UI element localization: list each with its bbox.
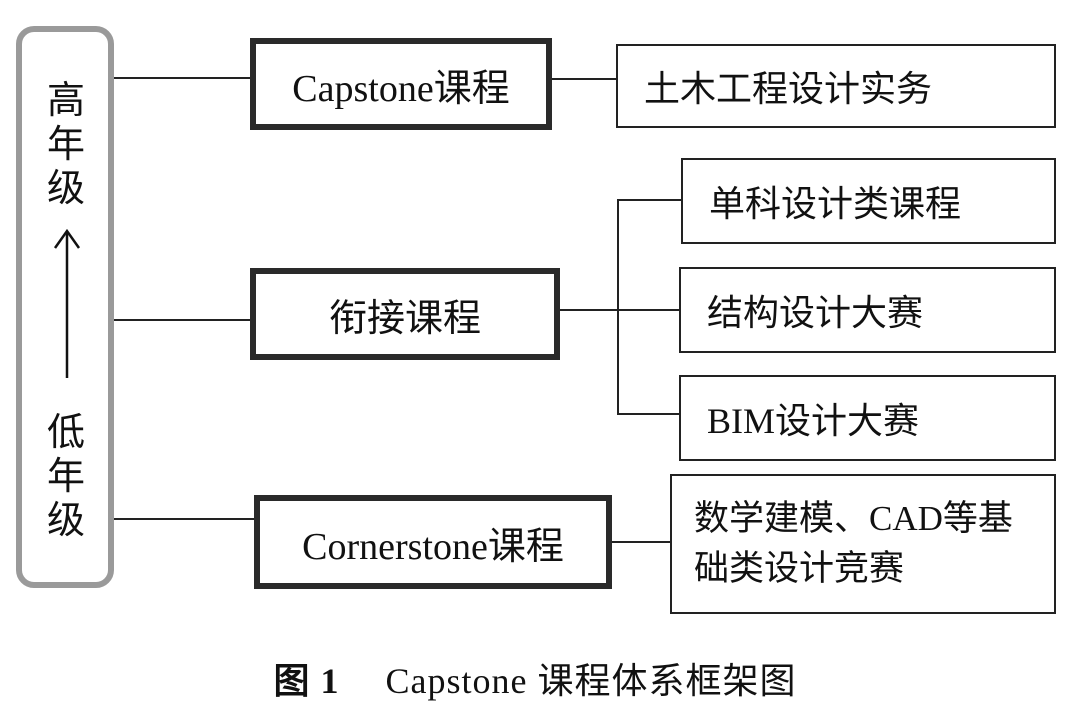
bridge-course-label: 衔接课程 (328, 295, 481, 340)
high-grade-char-3: 级 (46, 166, 85, 210)
connector-bar-capstone (114, 77, 252, 79)
connector-bridge-leaf-3 (617, 413, 681, 415)
leaf-basic-design-contest-line-2: 础类设计竞赛 (694, 549, 905, 588)
low-grade-char-1: 低 (46, 410, 85, 454)
leaf-structural-design-contest: 结构设计大赛 (679, 267, 1056, 353)
connector-bridge-vertical (617, 199, 619, 415)
cornerstone-course-box: Cornerstone课程 (254, 495, 612, 589)
figure-caption: 图 1 Capstone 课程体系框架图 (0, 652, 1070, 704)
leaf-civil-design-practice: 土木工程设计实务 (616, 44, 1056, 128)
connector-bridge-trunk (560, 309, 618, 311)
connector-bridge-leaf-1 (617, 199, 683, 201)
figure-number: 图 1 (273, 661, 340, 701)
high-grade-char-2: 年 (46, 122, 85, 166)
low-grade-char-2: 年 (46, 454, 85, 498)
leaf-bim-design-contest-label: BIM设计大赛 (707, 401, 920, 441)
low-grade-char-3: 级 (46, 498, 85, 542)
capstone-course-label: Capstone课程 (292, 67, 510, 110)
leaf-single-design-course-label: 单科设计类课程 (709, 184, 962, 225)
grade-level-bar (16, 26, 114, 588)
connector-cornerstone-leaf (612, 541, 672, 543)
leaf-basic-design-contest: 数学建模、CAD等基 础类设计竞赛 (670, 474, 1056, 614)
cornerstone-course-label: Cornerstone课程 (302, 525, 564, 568)
low-grade-label: 低 年 级 (40, 410, 92, 542)
leaf-structural-design-contest-label: 结构设计大赛 (707, 293, 924, 334)
connector-capstone-leaf (552, 78, 618, 80)
high-grade-char-1: 高 (46, 78, 85, 122)
leaf-civil-design-practice-label: 土木工程设计实务 (644, 69, 933, 110)
capstone-course-box: Capstone课程 (250, 38, 552, 130)
bridge-course-box: 衔接课程 (250, 268, 560, 360)
leaf-single-design-course: 单科设计类课程 (681, 158, 1056, 244)
figure-title: Capstone 课程体系框架图 (385, 661, 797, 701)
connector-bar-bridge (114, 319, 252, 321)
up-arrow-icon (53, 228, 81, 378)
connector-bar-cornerstone (114, 518, 256, 520)
connector-bridge-leaf-2 (617, 309, 681, 311)
high-grade-label: 高 年 级 (40, 78, 92, 210)
leaf-bim-design-contest: BIM设计大赛 (679, 375, 1056, 461)
leaf-basic-design-contest-line-1: 数学建模、CAD等基 (694, 499, 1013, 538)
